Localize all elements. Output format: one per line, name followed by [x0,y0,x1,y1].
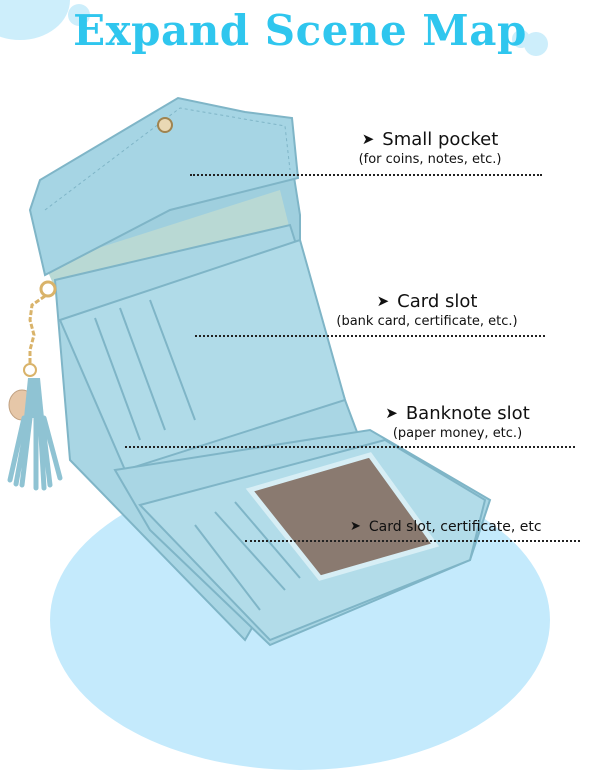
arrow-right-icon: ➤ [350,519,361,534]
decor-bubble-right-large [524,32,548,56]
decor-bubble-small-left [68,4,90,26]
card-slot-line-1 [94,317,141,441]
tassel-cap-ring [23,363,37,377]
arrow-right-icon: ➤ [361,130,375,148]
flap-stitch [44,107,291,211]
callout-banknote-slot-subtitle: (paper money, etc.) [392,426,523,441]
card-slot-line-3 [149,299,196,421]
callout-banknote-slot-title: Banknote slot [405,403,530,424]
callout-banknote-slot: ➤ Banknote slot (paper money, etc.) [365,402,550,442]
card-slot-line-2 [119,307,166,431]
leader-line-small-pocket [190,174,542,176]
callout-card-slot-certificate-title: Card slot, certificate, etc [368,519,542,535]
id-window [245,452,440,581]
card-slot-pocket [58,238,347,472]
page-title: Expand Scene Map [73,6,527,55]
tassel-fringe [7,415,63,491]
callout-card-slot-certificate: ➤ Card slot, certificate, etc [350,518,590,536]
callout-card-slot-subtitle: (bank card, certificate, etc.) [336,314,518,329]
callout-small-pocket-title: Small pocket [382,129,499,150]
leader-line-card-slot [195,335,545,337]
leader-line-banknote-slot [125,446,575,448]
keychain-ring [39,280,57,298]
wallet-image [7,96,492,647]
tassel-head [24,378,44,418]
callout-card-slot: ➤ Card slot (bank card, certificate, etc.… [322,290,532,330]
arrow-right-icon: ➤ [385,404,398,422]
lower-slot-line-1 [194,524,261,611]
arrow-right-icon: ➤ [376,292,390,310]
keychain-chain [28,294,46,365]
lower-slot-line-2 [214,511,286,591]
callout-small-pocket-subtitle: (for coins, notes, etc.) [358,152,502,167]
leader-line-card-slot-certificate [245,540,580,542]
callout-small-pocket: ➤ Small pocket (for coins, notes, etc.) [320,128,540,168]
snap-button [157,117,173,133]
envelope-flap [28,96,300,277]
callout-card-slot-title: Card slot [397,291,478,312]
